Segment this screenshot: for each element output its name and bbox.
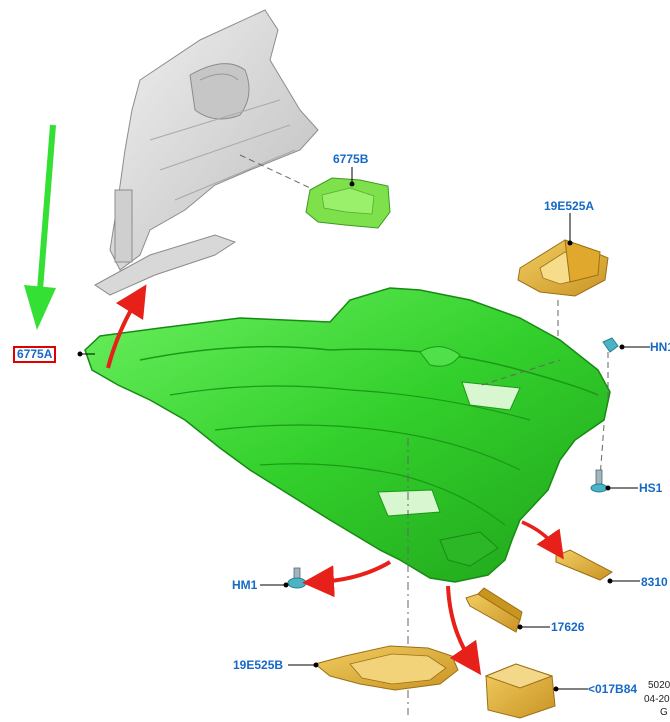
curved-arrow-icon	[302, 560, 392, 598]
body-structure	[94, 9, 319, 296]
callout-8310: 8310	[641, 575, 668, 589]
callout-hm1: HM1	[232, 578, 258, 592]
fastener-hs1	[590, 469, 608, 493]
callout-19e525b: 19E525B	[233, 658, 284, 672]
bracket-6775b	[305, 177, 391, 229]
underbody-shield-6775a	[84, 287, 611, 583]
footer-date: 04-20	[644, 694, 670, 705]
arrow-down-icon	[24, 124, 56, 330]
callout-6775a: 6775A	[13, 346, 57, 363]
callout-leaders	[77, 167, 650, 692]
fastener-hm1	[287, 567, 307, 589]
callout-19e525a: 19E525A	[544, 199, 595, 213]
part-17626	[465, 587, 523, 633]
callout-hs1: HS1	[639, 481, 663, 495]
part-8310	[555, 549, 613, 581]
part-017b84	[484, 663, 556, 719]
fastener-hn1	[602, 337, 619, 353]
callout-hn1: HN1	[650, 340, 670, 354]
curved-arrow-icon	[446, 585, 482, 676]
callout-6775b: 6775B	[333, 152, 369, 166]
footer-code: 5020	[648, 680, 670, 691]
callout-017b84: <017B84	[588, 682, 638, 696]
callout-17626: 17626	[551, 620, 585, 634]
curved-arrow-icon	[521, 520, 564, 560]
insulator-19e525b	[313, 645, 459, 691]
insulator-19e525a	[517, 239, 609, 297]
curved-arrow-icon	[106, 284, 147, 369]
footer-suffix: G	[660, 707, 668, 718]
